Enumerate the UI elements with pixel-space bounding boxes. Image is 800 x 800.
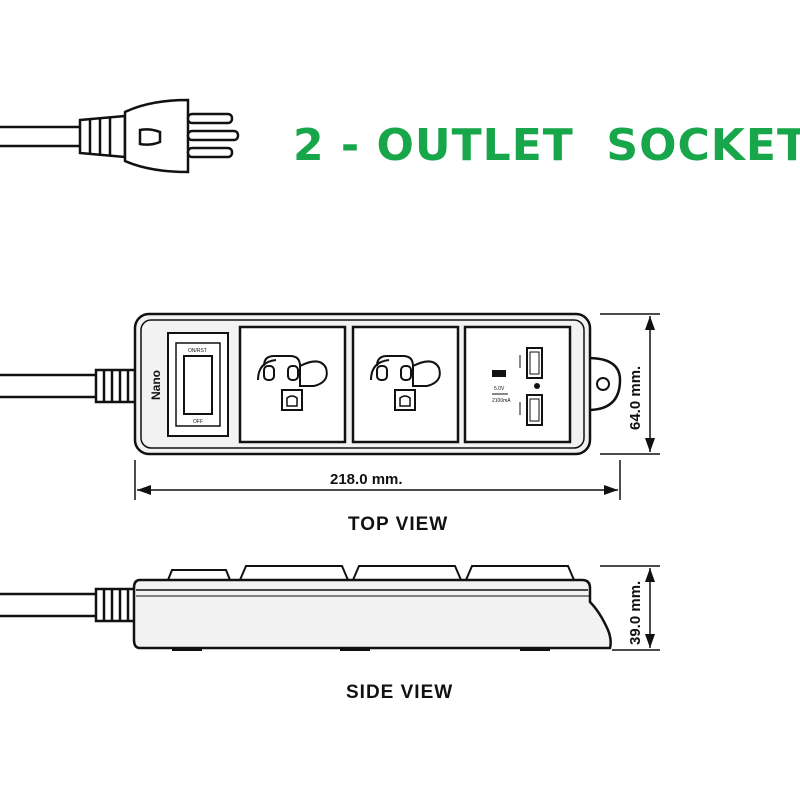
usb-module: 5.0V 2100mA bbox=[463, 325, 572, 444]
side-cord bbox=[0, 587, 137, 623]
plug-icon bbox=[0, 98, 240, 174]
switch-on-label: ON/RST bbox=[188, 348, 207, 354]
side-height-label: 39.0 mm. bbox=[627, 581, 644, 645]
switch-off-label: OFF bbox=[193, 419, 203, 425]
usb-voltage-label: 5.0V bbox=[494, 386, 505, 392]
width-label: 218.0 mm. bbox=[330, 471, 403, 488]
side-height-dimension bbox=[600, 565, 660, 651]
height-label: 64.0 mm. bbox=[627, 366, 644, 430]
usb-icon bbox=[492, 370, 506, 377]
side-view-label: SIDE VIEW bbox=[346, 682, 453, 703]
top-view-label: TOP VIEW bbox=[348, 514, 448, 535]
width-dimension bbox=[134, 460, 621, 500]
outlet-2 bbox=[351, 325, 460, 444]
top-cord bbox=[0, 368, 137, 404]
side-view: 39.0 mm. SIDE VIEW bbox=[0, 565, 660, 703]
outlet-1 bbox=[238, 325, 347, 444]
height-dimension bbox=[600, 313, 660, 455]
usb-current-label: 2100mA bbox=[492, 398, 511, 404]
top-view: Nano ON/RST OFF bbox=[0, 312, 660, 535]
strip-body-side bbox=[132, 578, 612, 650]
brand-label: Nano bbox=[149, 370, 163, 400]
page-title: 2 - OUTLET SOCKET + USB bbox=[293, 120, 800, 171]
power-switch: ON/RST OFF bbox=[167, 332, 229, 437]
